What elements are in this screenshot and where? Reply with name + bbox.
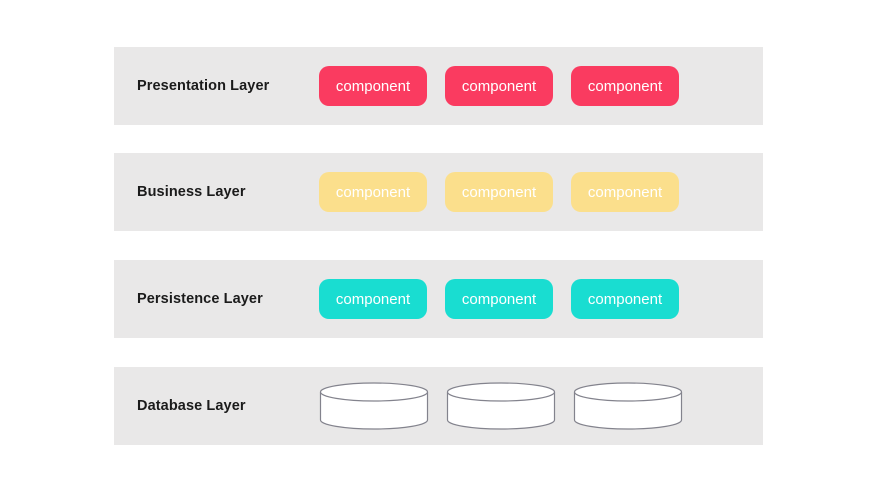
component-box: component [445,66,553,106]
component-box: component [319,279,427,319]
component-box: component [571,172,679,212]
layer-band-persistence: Persistence Layer component component co… [114,260,763,338]
layer-label-database: Database Layer [137,398,246,414]
component-row-business: component component component [319,172,679,212]
layer-label-business: Business Layer [137,184,246,200]
database-row [319,382,683,430]
layer-band-database: Database Layer [114,367,763,445]
layer-band-business: Business Layer component component compo… [114,153,763,231]
component-box: component [319,66,427,106]
component-box: component [445,172,553,212]
layer-label-persistence: Persistence Layer [137,291,263,307]
component-row-persistence: component component component [319,279,679,319]
component-box: component [571,279,679,319]
component-row-presentation: component component component [319,66,679,106]
database-icon [446,382,556,430]
database-icon [573,382,683,430]
layer-label-presentation: Presentation Layer [137,78,270,94]
component-box: component [571,66,679,106]
layer-band-presentation: Presentation Layer component component c… [114,47,763,125]
database-icon [319,382,429,430]
component-box: component [319,172,427,212]
component-box: component [445,279,553,319]
